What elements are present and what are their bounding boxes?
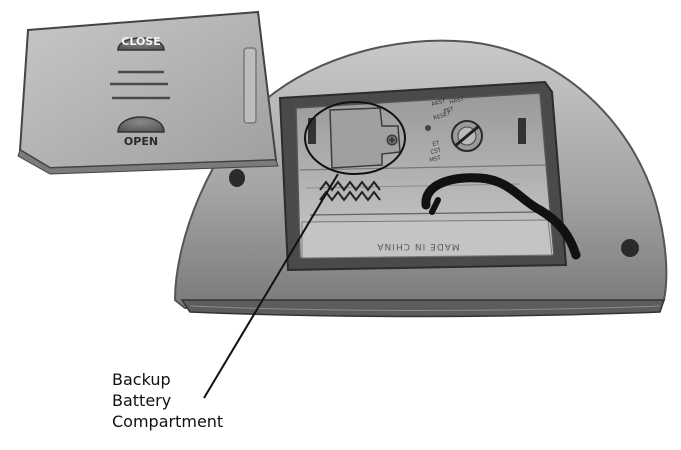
label-cst: CST: [430, 147, 442, 156]
close-button-icon: [117, 37, 165, 51]
label-akst: AKST: [431, 98, 447, 108]
cover-ridges: [110, 70, 170, 100]
callout-line-2: Battery: [112, 391, 172, 410]
housing-hole-left: [229, 169, 245, 187]
label-reset: RESET: [433, 111, 452, 122]
callout-marker: [203, 101, 406, 399]
callout-line-1: Backup: [112, 370, 171, 389]
callout-ellipse: [304, 101, 406, 175]
label-pst: PST: [443, 106, 455, 115]
backup-battery-lid: [329, 107, 401, 169]
callout-leader-line: [203, 173, 339, 399]
cover-grip: [243, 47, 257, 124]
callout-line-3: Compartment: [112, 412, 224, 431]
battery-cover: CLOSE OPEN: [17, 10, 279, 175]
open-button-icon: [117, 116, 165, 133]
label-hast: HAST: [449, 96, 465, 106]
made-in-china-engraving: MADE IN CHINA: [376, 241, 459, 251]
open-label: OPEN: [124, 135, 158, 148]
label-et: ET: [432, 140, 441, 148]
close-label: CLOSE: [121, 35, 160, 48]
timezone-switch: RESET PST AKST HAST ET CST MST: [425, 96, 483, 164]
reset-button-icon: [425, 125, 431, 131]
clip-left: [308, 118, 316, 144]
label-mst: MST: [429, 155, 442, 164]
callout-label: Backup Battery Compartment: [112, 369, 223, 432]
cable: [421, 173, 581, 260]
clip-right: [518, 118, 526, 144]
housing-hole-right: [621, 239, 639, 257]
